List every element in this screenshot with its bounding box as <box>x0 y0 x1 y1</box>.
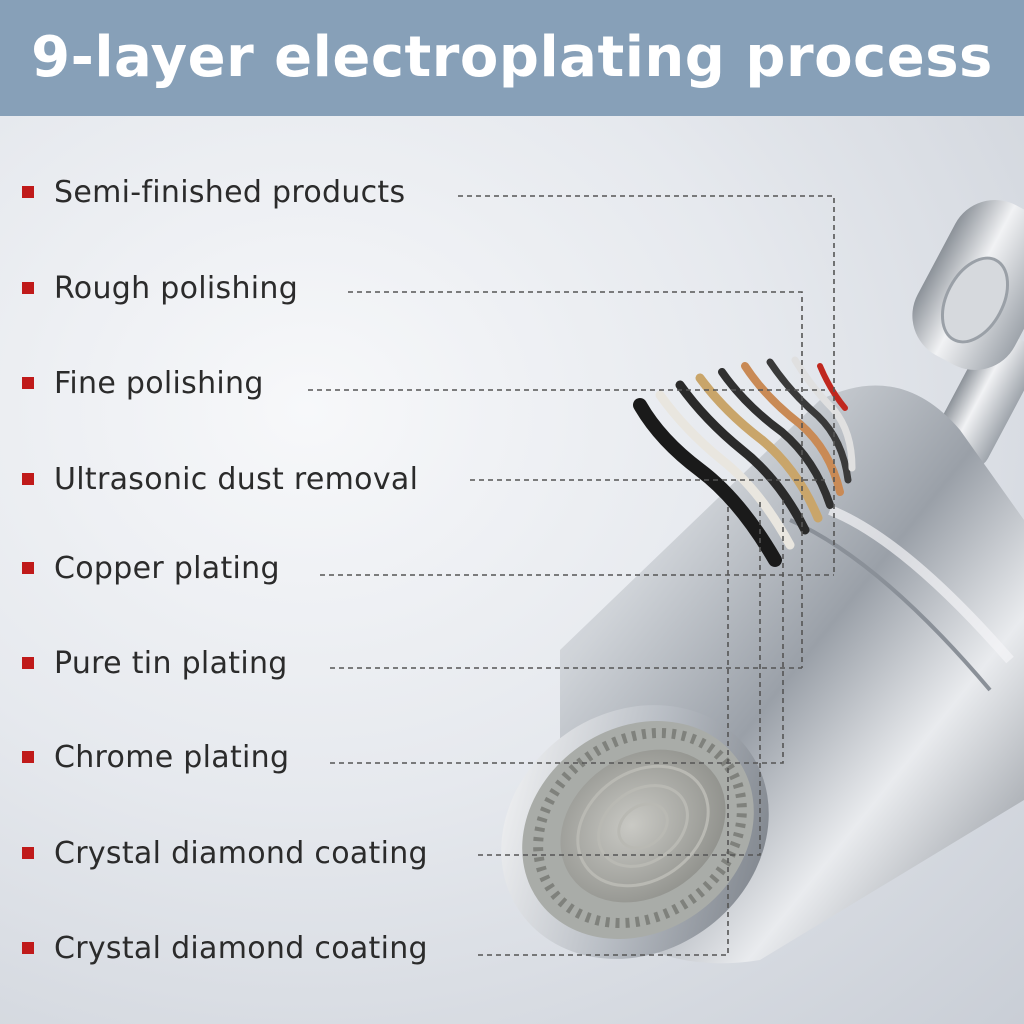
layer-label: Fine polishing <box>54 365 264 401</box>
square-bullet-icon <box>22 657 34 669</box>
layer-item: Ultrasonic dust removal <box>22 459 418 499</box>
square-bullet-icon <box>22 942 34 954</box>
layer-label: Chrome plating <box>54 739 290 775</box>
layer-label: Crystal diamond coating <box>54 930 428 966</box>
faucet-aerator-icon <box>501 385 1024 964</box>
leader-lines <box>308 195 835 956</box>
layer-item: Pure tin plating <box>22 643 288 683</box>
leader-line <box>478 500 761 856</box>
square-bullet-icon <box>22 186 34 198</box>
layer-item: Rough polishing <box>22 268 298 308</box>
layer-label: Pure tin plating <box>54 645 288 681</box>
title-banner: 9-layer electroplating process <box>0 0 1024 116</box>
page-title: 9-layer electroplating process <box>31 25 993 90</box>
layer-item: Crystal diamond coating <box>22 928 428 968</box>
square-bullet-icon <box>22 282 34 294</box>
layer-label: Ultrasonic dust removal <box>54 461 419 497</box>
layer-label: Crystal diamond coating <box>54 835 428 871</box>
leader-line <box>348 291 803 668</box>
square-bullet-icon <box>22 847 34 859</box>
layer-item: Semi-finished products <box>22 172 405 212</box>
square-bullet-icon <box>22 377 34 389</box>
layer-label: Semi-finished products <box>54 174 406 210</box>
layer-item: Copper plating <box>22 548 280 588</box>
layer-label: Copper plating <box>54 550 280 586</box>
plating-layers-cutaway-icon <box>633 356 856 567</box>
swivel-arm-icon <box>912 199 1024 469</box>
leader-line <box>478 505 729 956</box>
leader-line <box>330 500 784 764</box>
layer-item: Fine polishing <box>22 363 264 403</box>
square-bullet-icon <box>22 473 34 485</box>
layer-item: Chrome plating <box>22 737 289 777</box>
square-bullet-icon <box>22 751 34 763</box>
square-bullet-icon <box>22 562 34 574</box>
layer-label: Rough polishing <box>54 270 299 306</box>
layer-item: Crystal diamond coating <box>22 833 428 873</box>
